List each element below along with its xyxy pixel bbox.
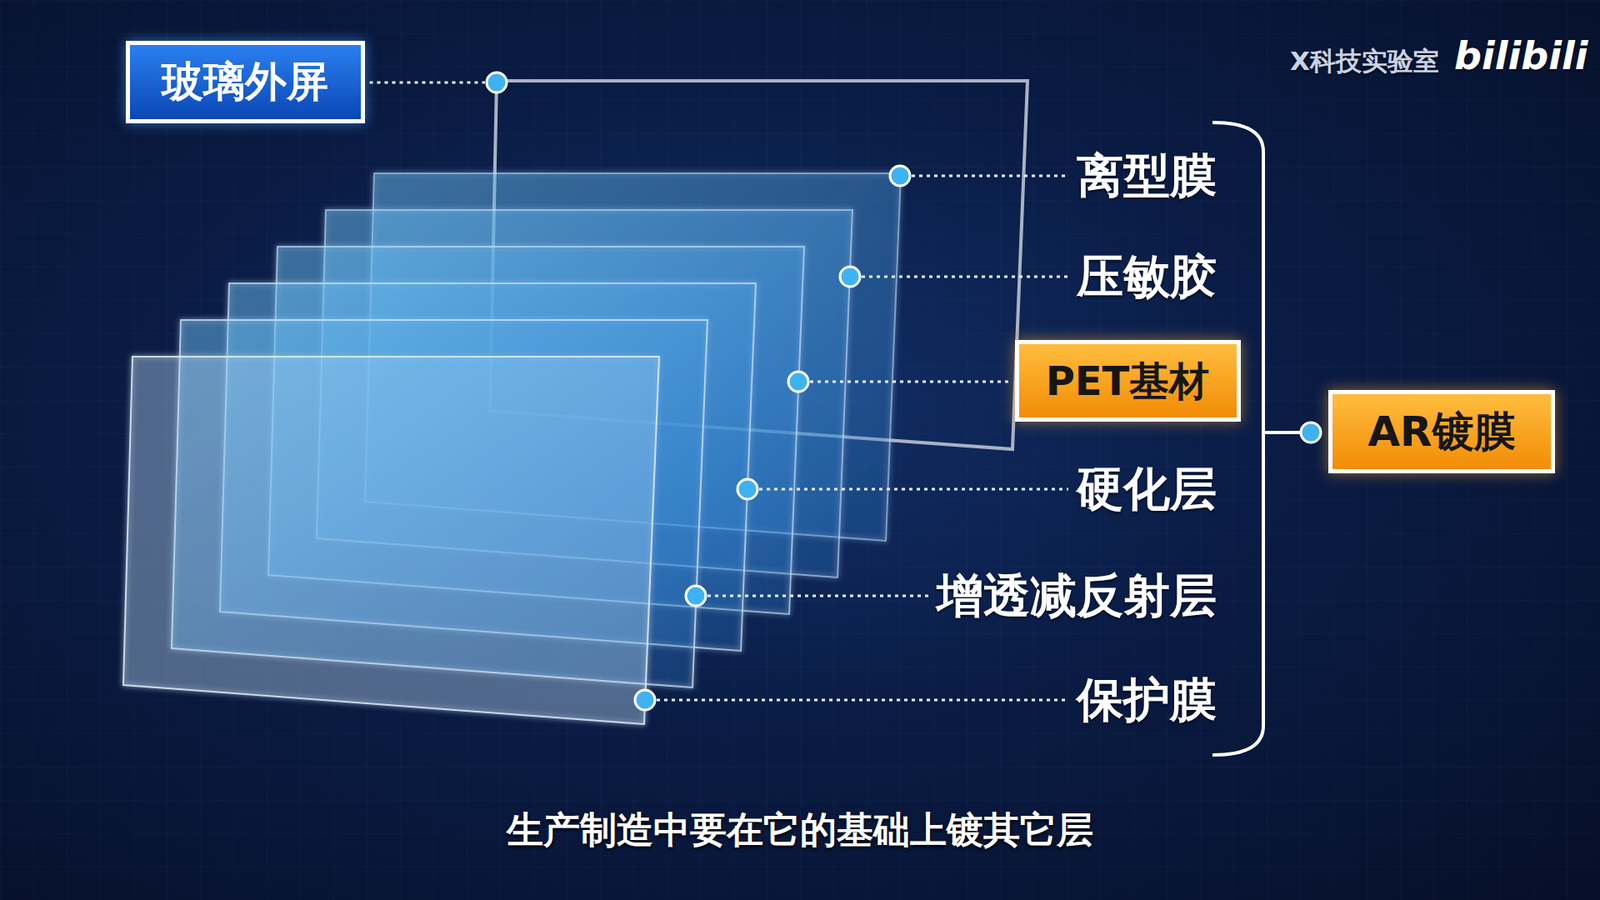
- leader-line: [911, 175, 1069, 178]
- layer-name: 保护膜: [1076, 674, 1217, 726]
- film-layers: [123, 173, 901, 725]
- box-label: 玻璃外屏: [161, 59, 329, 105]
- layer-name: 压敏胶: [1076, 250, 1217, 303]
- box-label: AR镀膜: [1367, 409, 1515, 455]
- film-layer: [123, 356, 660, 725]
- bracket: [1212, 122, 1264, 755]
- leader-dot: [685, 585, 706, 606]
- logo-text: bilibili: [1454, 35, 1588, 78]
- leader-line: [810, 380, 1010, 384]
- leader-line: [370, 81, 486, 85]
- watermark: X科技实验室: [1290, 46, 1440, 75]
- bracket-tick: [1263, 430, 1301, 435]
- highlight-box: AR镀膜: [1328, 390, 1555, 474]
- leader-dot: [840, 266, 860, 287]
- leader-line: [759, 488, 1069, 491]
- leader-dot: [737, 479, 758, 500]
- layer-name: 硬化层: [1076, 463, 1217, 515]
- leader-dot: [1300, 422, 1321, 443]
- leader-dot: [635, 690, 655, 710]
- layer-name: 增透减反射层: [936, 570, 1217, 622]
- leader-dot: [890, 165, 910, 186]
- leader-dot: [788, 371, 809, 392]
- leader-line: [707, 595, 929, 598]
- subtitle-caption: 生产制造中要在它的基础上镀其它层: [0, 810, 1600, 850]
- box-label: PET基材: [1045, 359, 1210, 404]
- leader-line: [861, 275, 1069, 279]
- leader-line: [656, 699, 1069, 702]
- highlight-box: PET基材: [1015, 340, 1241, 422]
- leader-dot: [486, 72, 507, 93]
- title-box: 玻璃外屏: [125, 40, 365, 124]
- layer-name: 离型膜: [1076, 150, 1217, 202]
